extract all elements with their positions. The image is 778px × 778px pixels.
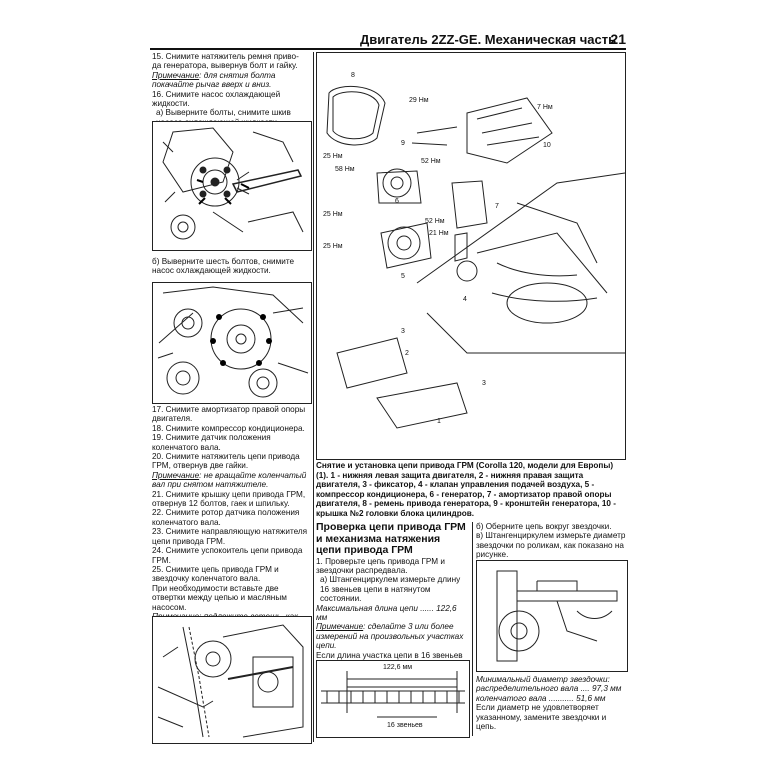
step-19: 19. Снимите датчик положения коленчатого… — [152, 433, 271, 452]
chain-measure-figure: 122,6 мм 16 звеньев — [316, 660, 470, 738]
step-23: 23. Снимите направляющую натяжителя цепи… — [152, 527, 308, 546]
diagram-label-58nm: 58 Нм — [335, 166, 355, 173]
water-pump-pulley-figure — [152, 121, 312, 251]
diagram-label-7: 7 — [495, 203, 499, 210]
left-text-top: 15. Снимите натяжитель ремня приво-да ге… — [152, 52, 308, 127]
note-20: Примечание: не вращайте коленчатый вал п… — [152, 470, 307, 490]
diagram-label-3b: 3 — [482, 380, 486, 387]
water-pump-bolts-figure — [152, 282, 312, 404]
diagram-label-8: 8 — [351, 72, 355, 79]
step-b: б) Оберните цепь вокруг звездочки. — [476, 522, 612, 531]
sprocket-text-bottom: Минимальный диаметр звездочки: распредел… — [476, 675, 626, 731]
page-number: 21 — [610, 31, 626, 47]
header-rule — [150, 48, 626, 50]
column-divider-2 — [472, 522, 473, 736]
min-diameter-title: Минимальный диаметр звездочки: — [476, 675, 610, 684]
timing-chain-removal-figure — [152, 616, 312, 744]
camshaft-diameter: распределительного вала .... 97,3 мм — [476, 684, 622, 694]
step-17: 17. Снимите амортизатор правой опоры дви… — [152, 405, 306, 424]
left-text-middle: 17. Снимите амортизатор правой опоры дви… — [152, 405, 308, 631]
diagram-label-3a: 3 — [401, 328, 405, 335]
check-note: Примечание: сделайте 3 или более измерен… — [316, 622, 464, 651]
diagram-label-6: 6 — [395, 198, 399, 205]
step-22: 22. Снимите ротор датчика положения коле… — [152, 508, 300, 527]
timing-chain-exploded-diagram: 8 29 Нм 7 Нм 9 10 25 Нм 58 Нм 52 Нм 6 25… — [316, 52, 626, 460]
diagram-label-2: 2 — [405, 350, 409, 357]
diagram-label-25nm-a: 25 Нм — [323, 153, 343, 160]
step-v: в) Штангенциркулем измерьте диаметр звез… — [476, 531, 626, 560]
step-18: 18. Снимите компрессор кондиционера. — [152, 423, 305, 433]
note-15: Примечание: для снятия болта покачайте р… — [152, 70, 276, 90]
diagram-label-25nm-c: 25 Нм — [323, 243, 343, 250]
page-header: Двигатель 2ZZ-GE. Механическая часть 21 — [150, 30, 626, 50]
max-chain-length: Максимальная длина цепи ...... 122,6 мм — [316, 603, 457, 622]
step-21: 21. Снимите крышку цепи привода ГРМ, отв… — [152, 489, 306, 509]
diagram-label-52nm-b: 52 Нм — [425, 218, 445, 225]
column-divider — [313, 52, 314, 742]
step-15: 15. Снимите натяжитель ремня приво-да ге… — [152, 52, 299, 71]
step-20: 20. Снимите натяжитель цепи привода ГРМ,… — [152, 452, 300, 471]
diagram-label-25nm-b: 25 Нм — [323, 211, 343, 218]
step-16b: б) Выверните шесть болтов, снимите насос… — [152, 257, 295, 276]
sprocket-text-top: б) Оберните цепь вокруг звездочки. в) Шт… — [476, 522, 626, 560]
step-24: 24. Снимите успокоитель цепи привода ГРМ… — [152, 546, 303, 565]
dim-label-top: 122,6 мм — [383, 664, 412, 671]
sprocket-replace: Если диаметр не удовлетворяет указанному… — [476, 703, 607, 732]
left-text-16b: б) Выверните шесть болтов, снимите насос… — [152, 257, 308, 276]
step-25: 25. Снимите цепь привода ГРМ и звездочку… — [152, 564, 279, 584]
page-title: Двигатель 2ZZ-GE. Механическая часть — [360, 32, 617, 47]
step-25b: При необходимости вставьте две отвертки … — [152, 583, 287, 612]
diagram-label-52nm-a: 52 Нм — [421, 158, 441, 165]
diagram-label-7nm: 7 Нм — [537, 104, 553, 111]
check-step-1: 1. Проверьте цепь привода ГРМ и звездочк… — [316, 556, 445, 575]
check-step-1a: а) Штангенциркулем измерьте длину 16 зве… — [320, 575, 461, 604]
dim-label-bottom: 16 звеньев — [387, 722, 423, 729]
chain-check-text: Проверка цепи привода ГРМ и механизма на… — [316, 521, 468, 669]
diagram-caption: Снятие и установка цепи привода ГРМ (Cor… — [316, 461, 616, 518]
chain-check-heading: Проверка цепи привода ГРМ и механизма на… — [316, 521, 466, 556]
sprocket-measure-figure — [476, 560, 628, 672]
diagram-label-4: 4 — [463, 296, 467, 303]
step-16: 16. Снимите насос охлаждающей жидкости. — [152, 89, 281, 109]
diagram-label-21nm: 21 Нм — [429, 230, 449, 237]
diagram-label-10: 10 — [543, 142, 551, 149]
diagram-label-29nm: 29 Нм — [409, 97, 429, 104]
diagram-label-1: 1 — [437, 418, 441, 425]
crankshaft-diameter: коленчатого вала ........... 51,6 мм — [476, 693, 606, 703]
diagram-label-9: 9 — [401, 140, 405, 147]
diagram-label-5: 5 — [401, 273, 405, 280]
